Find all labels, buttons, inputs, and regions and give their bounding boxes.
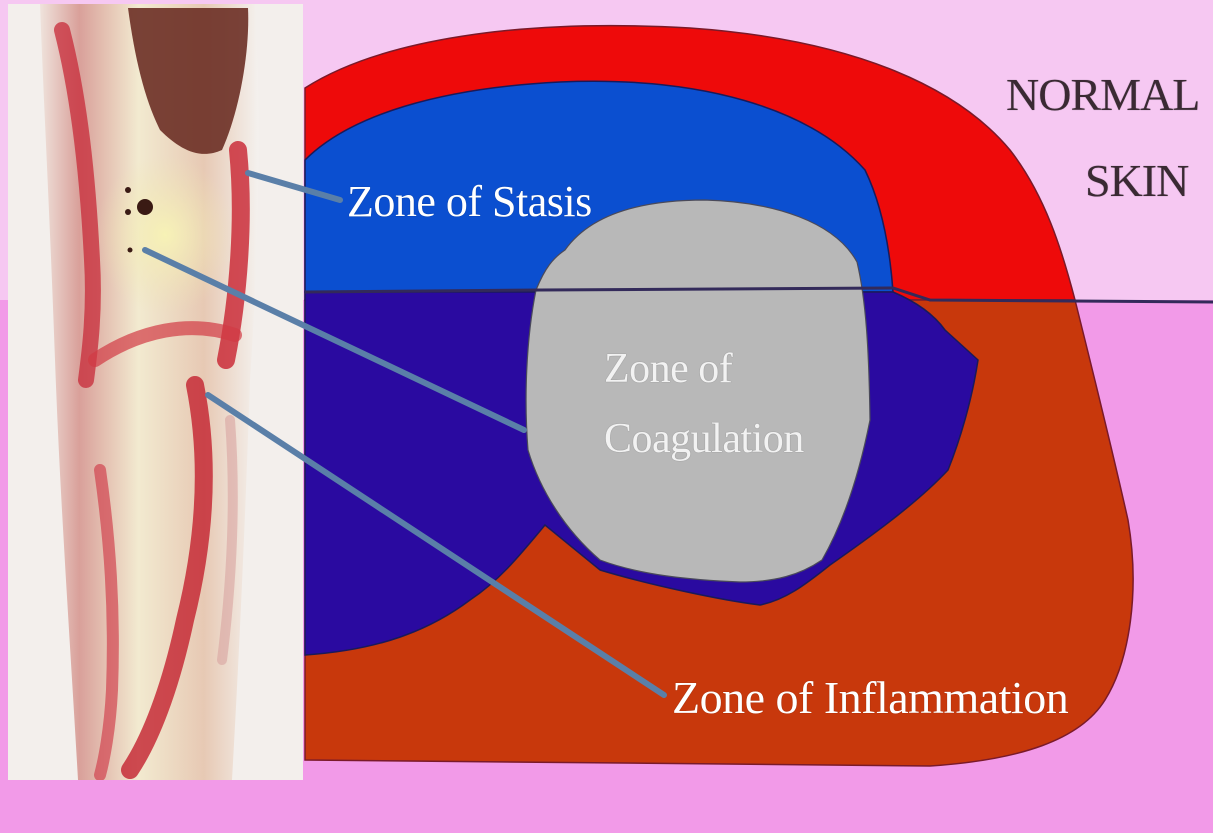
zone-of-inflammation-label: Zone of Inflammation	[672, 675, 1068, 721]
zone-of-stasis-label: Zone of Stasis	[347, 180, 592, 224]
zone-of-coagulation-label-line1: Zone of	[604, 348, 732, 390]
normal-skin-label-line2: SKIN	[1085, 158, 1188, 204]
burned-leg-photo	[8, 4, 303, 780]
bottom-band	[8, 780, 1213, 833]
normal-skin-label-line1: NORMAL	[1006, 72, 1199, 118]
zone-of-coagulation-label-line2: Coagulation	[604, 418, 804, 460]
